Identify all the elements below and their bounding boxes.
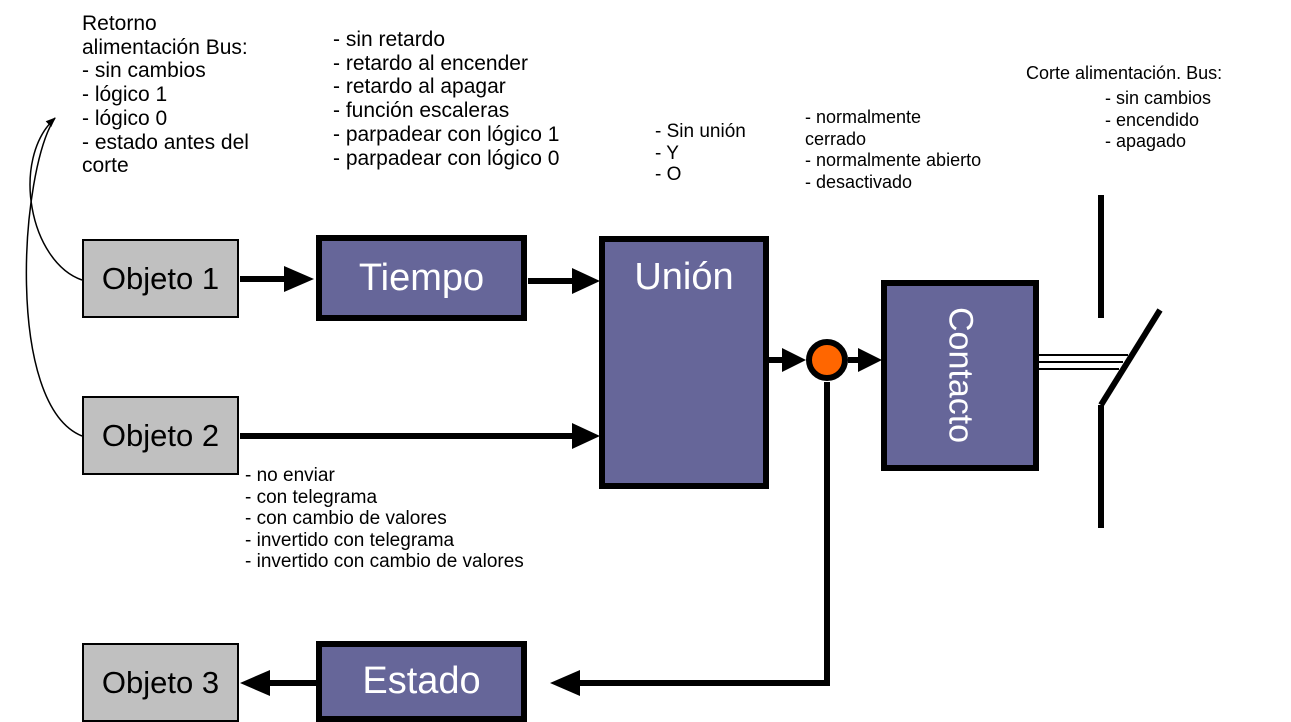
tiempo-block: Tiempo	[316, 235, 527, 321]
feedback-curve-obj2	[25, 117, 83, 437]
tiempo-options: - sin retardo - retardo al encender - re…	[333, 28, 560, 170]
objeto2-options: - no enviar - con telegrama - con cambio…	[245, 465, 524, 572]
objeto-3: Objeto 3	[82, 643, 239, 722]
contacto-block: Contacto	[881, 280, 1039, 471]
corte-options: - sin cambios - encendido - apagado	[1105, 88, 1212, 151]
objeto-1: Objeto 1	[82, 239, 239, 318]
feedback-curve-obj1	[29, 117, 83, 281]
line-junction-estado	[574, 382, 830, 686]
mechanical-link	[1039, 354, 1128, 370]
contacto-options: - normalmente cerrado - normalmente abie…	[805, 107, 982, 192]
retorno-note: Retorno alimentación Bus: - sin cambios …	[82, 12, 249, 178]
switch-symbol	[1098, 195, 1163, 528]
corte-title: Corte alimentación. Bus:	[1026, 63, 1223, 83]
junction-node	[806, 339, 848, 381]
union-options: - Sin unión - Y - O	[655, 121, 746, 185]
union-block: Unión	[599, 236, 769, 489]
objeto-2: Objeto 2	[82, 396, 239, 475]
estado-block: Estado	[316, 641, 527, 722]
contacto-label: Contacto	[941, 307, 980, 444]
